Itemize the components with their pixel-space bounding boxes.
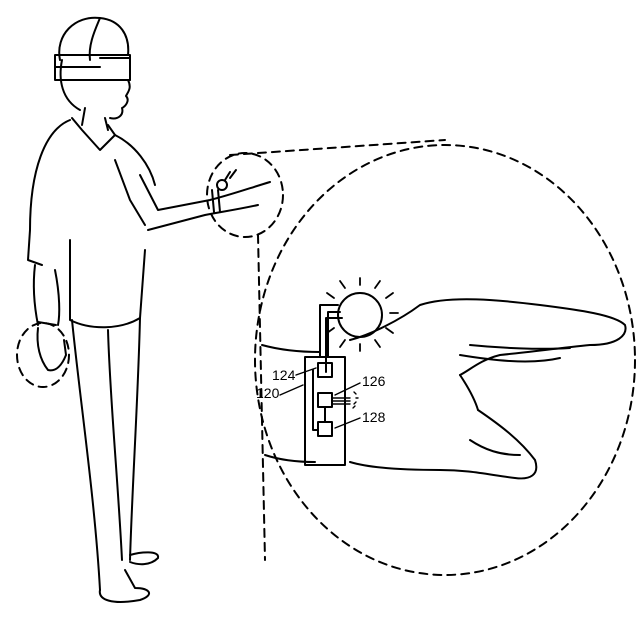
hand-callout-large [254,144,636,576]
label-120: 120 [256,385,280,401]
component-126 [317,392,333,408]
light-emitter [326,277,399,352]
extended-arm [139,169,271,231]
wrist-device [279,304,361,466]
component-124 [317,362,333,378]
hand-callout-lower [16,322,70,388]
label-128: 128 [362,409,386,425]
component-128 [317,421,333,437]
magnified-hand [261,298,627,480]
head-mounted-display [54,54,131,81]
person-figure [27,16,271,603]
label-124: 124 [272,367,296,383]
label-126: 126 [362,373,386,389]
magnification-callouts [16,139,636,576]
